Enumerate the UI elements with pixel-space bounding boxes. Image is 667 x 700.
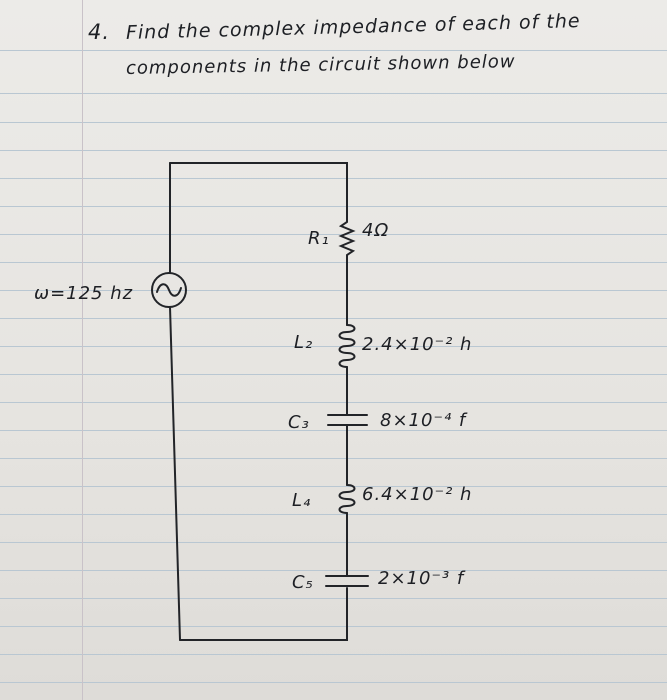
problem-number: 4. xyxy=(88,20,111,44)
component-label-l4: L₄ xyxy=(292,490,312,511)
component-label-c5: C₅ xyxy=(292,572,314,593)
ruled-line xyxy=(0,654,667,655)
ruled-line xyxy=(0,318,667,319)
ruled-line xyxy=(0,122,667,123)
ruled-line xyxy=(0,514,667,515)
ruled-line xyxy=(0,150,667,151)
inductor-l4-icon xyxy=(338,484,356,514)
component-value-c5: 2×10⁻³ f xyxy=(378,568,465,589)
component-label-l2: L₂ xyxy=(294,332,314,353)
inductor-l2-icon xyxy=(338,324,356,368)
ruled-line xyxy=(0,50,667,51)
component-value-l4: 6.4×10⁻² h xyxy=(362,484,473,505)
component-value-l2: 2.4×10⁻² h xyxy=(362,334,473,355)
bottom-wire xyxy=(179,587,348,641)
ruled-line xyxy=(0,430,667,431)
component-value-r1: 4Ω xyxy=(362,220,390,241)
component-label-c3: C₃ xyxy=(288,412,310,433)
ruled-line xyxy=(0,402,667,403)
component-label-r1: R₁ xyxy=(308,228,330,249)
component-value-c3: 8×10⁻⁴ f xyxy=(380,410,467,431)
ruled-line xyxy=(0,598,667,599)
margin-line xyxy=(82,0,83,700)
source-frequency-label: ω=125 hz xyxy=(34,283,134,304)
ruled-line xyxy=(0,682,667,683)
capacitor-c5-icon xyxy=(325,575,369,587)
ruled-line xyxy=(0,542,667,543)
resistor-r1-icon xyxy=(338,214,356,271)
ruled-line xyxy=(0,570,667,571)
ruled-line xyxy=(0,486,667,487)
ruled-line xyxy=(0,290,667,291)
ruled-line xyxy=(0,374,667,375)
ruled-line xyxy=(0,206,667,207)
ruled-line xyxy=(0,626,667,627)
ac-source-icon xyxy=(151,272,187,308)
ruled-line xyxy=(0,93,667,94)
ruled-line xyxy=(0,346,667,347)
ruled-line xyxy=(0,262,667,263)
ruled-line xyxy=(0,234,667,235)
capacitor-c3-icon xyxy=(327,414,368,426)
left-wire-bottom xyxy=(169,306,181,641)
top-wire xyxy=(169,162,348,216)
ruled-line xyxy=(0,458,667,459)
ruled-line xyxy=(0,178,667,179)
